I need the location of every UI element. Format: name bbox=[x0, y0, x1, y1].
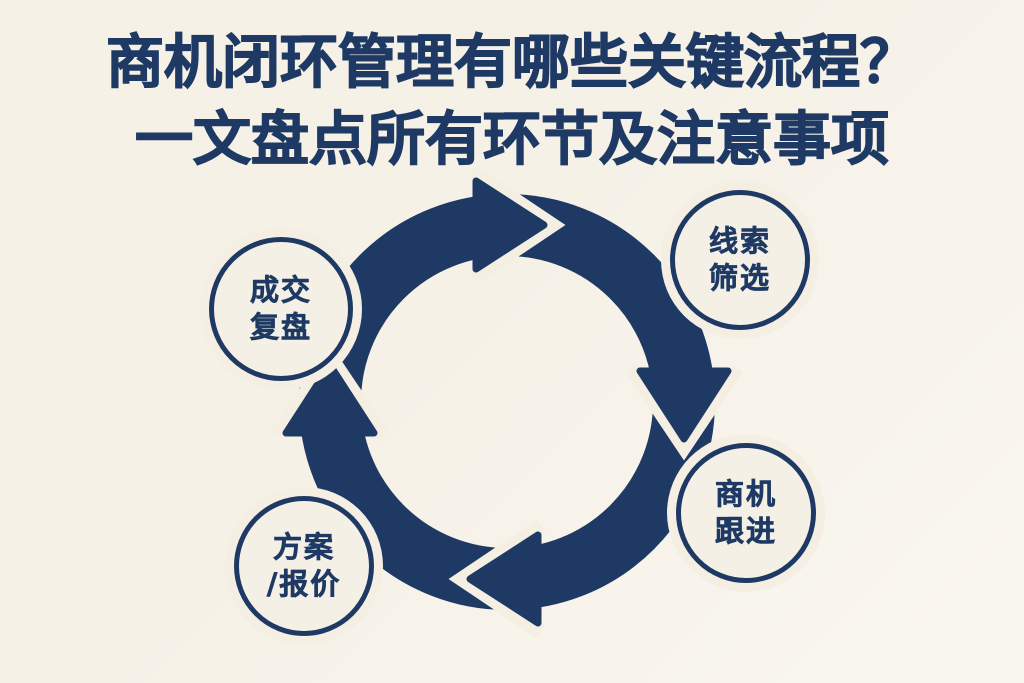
arrowhead-icon bbox=[472, 177, 548, 273]
cycle-node-opportunity-follow-up: 商机 跟进 bbox=[676, 443, 816, 583]
cycle-ring bbox=[299, 194, 715, 610]
cycle-segment-top bbox=[468, 165, 566, 285]
node-label-line: 成交 bbox=[249, 273, 312, 308]
title-line-1: 商机闭环管理有哪些关键流程？ bbox=[105, 27, 918, 96]
segment-gap-chevron bbox=[624, 363, 744, 461]
segment-gap-chevron bbox=[468, 165, 566, 285]
arrowhead-icon bbox=[636, 367, 732, 443]
segment-gap-chevron bbox=[448, 519, 546, 639]
node-label-line: /报价 bbox=[266, 567, 342, 602]
arrowhead-icon bbox=[282, 361, 378, 437]
node-label-line: 跟进 bbox=[714, 514, 777, 549]
node-label-line: 复盘 bbox=[249, 310, 312, 345]
cycle-node-deal-review: 成交 复盘 bbox=[209, 237, 353, 381]
node-label-line: 筛选 bbox=[708, 261, 771, 296]
arrowhead-icon bbox=[466, 531, 542, 627]
cycle-segment-bottom bbox=[448, 519, 546, 639]
cycle-segment-right bbox=[624, 363, 744, 461]
page-title: 商机闭环管理有哪些关键流程？ 一文盘点所有环节及注意事项 bbox=[0, 24, 1024, 178]
node-label-line: 商机 bbox=[714, 477, 777, 512]
cycle-node-lead-screening: 线索 筛选 bbox=[670, 190, 810, 330]
node-label-line: 线索 bbox=[708, 224, 771, 259]
node-label-line: 方案 bbox=[272, 530, 335, 565]
title-line-2: 一文盘点所有环节及注意事项 bbox=[134, 104, 889, 173]
cycle-node-proposal-quote: 方案 /报价 bbox=[234, 496, 374, 636]
